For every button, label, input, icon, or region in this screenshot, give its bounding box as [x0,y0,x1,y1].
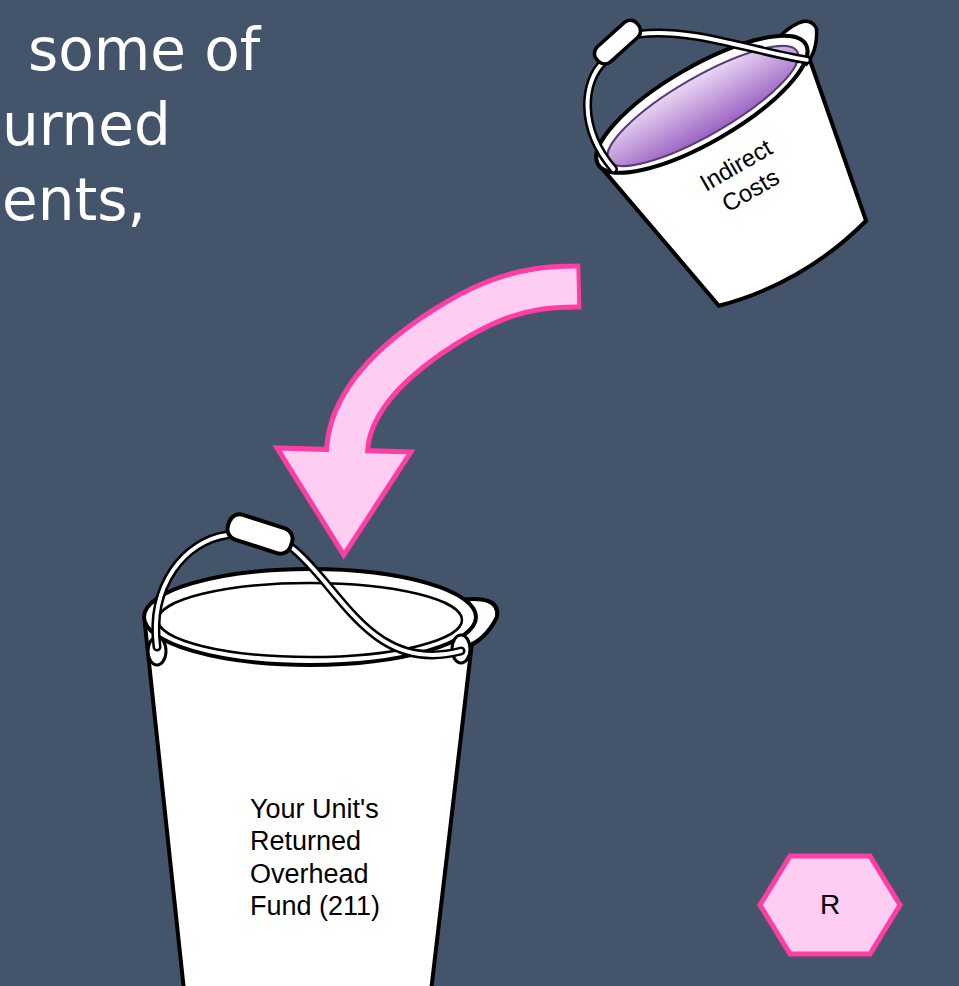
arrow-head [277,448,411,555]
node-label: R [758,888,902,922]
handle-wire [639,0,806,126]
bucket-node: Your Unit's Returned Overhead Fund (211) [135,555,495,986]
bucket-illustration [542,0,918,333]
arrow-shaft-outline [347,286,581,454]
node-outline [135,555,495,986]
slide-text: some of [28,20,260,80]
node-label: Your Unit's Returned Overhead Fund (211) [250,793,400,923]
hexagon-badge: R [758,853,902,957]
bucket-body [145,617,475,986]
slide-text: ents, [2,170,146,230]
arrow-shaft-fill [347,286,581,454]
handle-grip [225,511,296,556]
handle-wire [563,61,654,170]
slide-text: urned [2,95,171,155]
handle-wire [291,547,461,655]
flow-arrow [277,286,581,555]
handle-grip [591,17,645,68]
handle-wire [291,547,461,655]
handle-wire [156,535,227,647]
handle-wire [639,0,806,126]
handle-wire [563,61,654,170]
bucket-node: Indirect Costs [552,0,907,333]
bucket-illustration [144,511,497,986]
bucket-rim-inner [158,583,462,657]
handle-wire [156,535,227,647]
